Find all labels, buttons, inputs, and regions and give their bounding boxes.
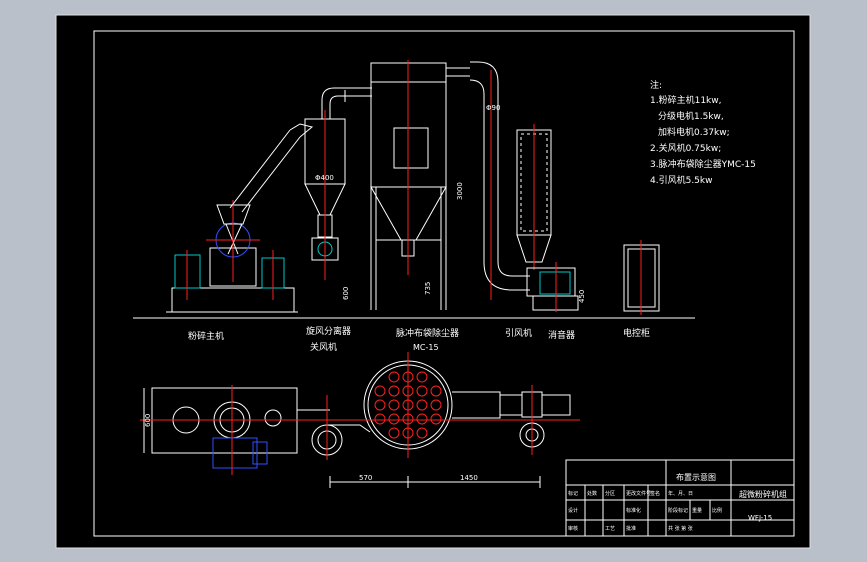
tb-r2c1: 设计	[568, 507, 578, 514]
filter-bag-hole	[430, 385, 442, 397]
title-drawing-no: WFJ-15	[748, 514, 772, 522]
label-cyclone: 旋风分离器	[306, 325, 351, 337]
note-line-2: 分级电机1.5kw,	[658, 110, 724, 122]
drawing-sheet	[55, 14, 811, 549]
crusher-unit	[166, 200, 298, 313]
filter-bag-hole	[416, 371, 428, 383]
dim-fan-height: 450	[578, 290, 586, 303]
filter-bag-hole	[430, 413, 442, 425]
tb-r3c2: 工艺	[605, 526, 615, 532]
title-unit-name: 超微粉碎机组	[739, 489, 787, 499]
control-cabinet	[623, 240, 660, 315]
filter-bag-hole	[374, 385, 386, 397]
filter-bag-hole	[416, 427, 428, 439]
filter-bag-hole	[402, 413, 414, 425]
dust-collector	[370, 60, 470, 310]
dim-cyclone-height: 600	[342, 287, 350, 300]
label-silencer: 消音器	[548, 329, 575, 341]
tb-r1c2: 处数	[587, 490, 597, 497]
tb-r2c5: 比例	[712, 507, 722, 514]
tb-r3c3: 批准	[626, 525, 636, 532]
filter-bag-hole	[430, 399, 442, 411]
filter-bag-hole	[402, 385, 414, 397]
tb-r3c4: 共 张 第 张	[668, 525, 693, 532]
tb-r2c4: 重量	[692, 507, 702, 514]
dim-cyclone-dia: Φ400	[315, 174, 334, 182]
dim-collector-height: 3000	[456, 182, 464, 200]
tb-r1c4: 更改文件号	[626, 490, 651, 497]
label-dust-model: MC-15	[413, 343, 439, 352]
title-drawing-name: 布置示意图	[676, 472, 716, 482]
filter-bag-hole	[388, 413, 400, 425]
note-line-3: 加料电机0.37kw;	[658, 126, 730, 138]
filter-bag-hole	[388, 385, 400, 397]
plan-view	[140, 352, 580, 475]
tb-r1c1: 标记	[568, 490, 578, 497]
note-line-1: 1.粉碎主机11kw,	[650, 94, 721, 106]
dim-leg-height: 735	[424, 282, 432, 295]
tb-r1c5: 签名	[650, 490, 660, 497]
label-airlock: 关风机	[310, 341, 337, 353]
dim-plan-width: 600	[144, 414, 152, 427]
drawing-frame	[93, 30, 795, 537]
filter-bag-hole	[416, 413, 428, 425]
tb-r1c6: 年、月、日	[668, 490, 693, 497]
dim-pipe-dia: Φ90	[486, 104, 500, 112]
filter-bag-hole	[388, 371, 400, 383]
tb-r3c1: 审核	[568, 525, 578, 532]
filter-bag-hole	[416, 399, 428, 411]
filter-bag-hole	[402, 399, 414, 411]
label-dust-collector: 脉冲布袋除尘器	[396, 327, 459, 339]
filter-bag-hole	[374, 399, 386, 411]
title-block	[565, 459, 795, 537]
plan-dimension-lines	[143, 388, 541, 488]
exhaust-duct	[469, 61, 530, 300]
note-line-6: 4.引风机5.5kw	[650, 174, 712, 186]
label-cabinet: 电控柜	[623, 327, 650, 339]
silencer	[516, 124, 552, 270]
induced-fan	[526, 262, 579, 312]
dim-plan-span1: 570	[359, 474, 372, 482]
label-fan: 引风机	[505, 327, 532, 339]
label-crusher: 粉碎主机	[188, 330, 224, 342]
note-line-4: 2.关风机0.75kw;	[650, 142, 721, 154]
filter-bag-hole	[374, 413, 386, 425]
dim-plan-span2: 1450	[460, 474, 478, 482]
notes-title: 注:	[650, 79, 662, 91]
filter-bag-hole	[402, 371, 414, 383]
tb-r1c3: 分区	[605, 490, 615, 497]
filter-bag-hole	[388, 399, 400, 411]
filter-bag-hole	[416, 385, 428, 397]
tb-r2c3: 阶段标记	[668, 507, 688, 514]
filter-bag-hole	[402, 427, 414, 439]
cyclone-separator	[304, 87, 372, 280]
tb-r2c2: 标准化	[626, 507, 641, 514]
feed-pipe	[229, 123, 314, 213]
note-line-5: 3.脉冲布袋除尘器YMC-15	[650, 158, 756, 170]
filter-bag-hole	[388, 427, 400, 439]
filter-bag-holes	[374, 371, 442, 439]
